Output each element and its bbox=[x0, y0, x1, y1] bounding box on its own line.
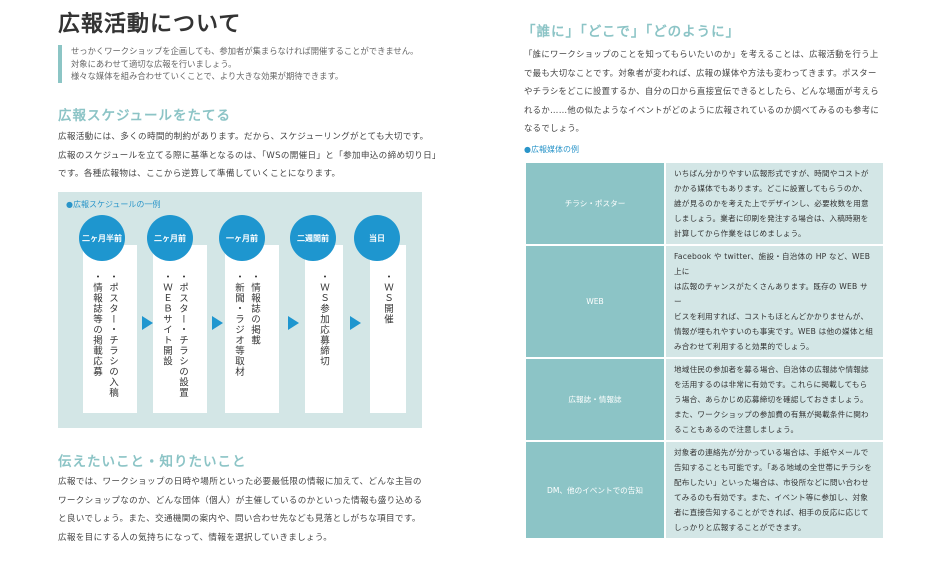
media-table: チラシ・ポスター いちばん分かりやすい広報形式ですが、時間やコストがかかる媒体で… bbox=[524, 161, 885, 540]
body-line: 広報では、ワークショップの日時や場所といった必要最低限の情報に加えて、どんな主旨… bbox=[58, 477, 422, 487]
step-item: ・ポスター・チラシの入稿 bbox=[107, 272, 118, 398]
who-heading: 「誰に」「どこで」「どのように」 bbox=[522, 24, 741, 40]
schedule-step-circle: 二週間前 bbox=[290, 215, 336, 261]
schedule-body: 広報活動には、多くの時間的制約があります。だから、スケジューリングがとても大切で… bbox=[58, 128, 441, 184]
body-line: 広報活動には、多くの時間的制約があります。だから、スケジューリングがとても大切で… bbox=[58, 132, 429, 142]
body-line: ワークショップなのか、どんな団体（個人）が主催しているのかといった情報も盛り込め… bbox=[58, 495, 423, 506]
media-desc: 対象者の連絡先が分かっている場合は、手紙やメールで告知することも可能です。「ある… bbox=[664, 440, 885, 540]
step-item: ・ＷＳ参加応募締切 bbox=[318, 272, 329, 367]
media-desc: 地域住民の参加者を募る場合、自治体の広報誌や情報誌を活用するのは非常に有効です。… bbox=[664, 357, 885, 442]
media-example-label: ●広報媒体の例 bbox=[524, 145, 579, 154]
media-desc: Facebook や twitter、施設・自治体の HP など、WEB 上には… bbox=[664, 244, 885, 359]
step-item: ・情報誌の掲載 bbox=[249, 272, 260, 346]
body-line: で最も大切なことです。対象者が変われば、広報の媒体や方法も変わってきます。ポスタ… bbox=[524, 67, 877, 78]
schedule-step-card bbox=[225, 245, 279, 413]
body-line: 広報を目にする人の気持ちになって、情報を選択していきましょう。 bbox=[58, 532, 333, 543]
step-item: ・ＷＥＢサイト開設 bbox=[161, 272, 172, 367]
who-body: 「誰にワークショップのことを知ってもらいたいのか」を考えることは、広報活動を行う… bbox=[524, 45, 879, 138]
schedule-step-circle: 当日 bbox=[354, 215, 400, 261]
body-line: 「誰にワークショップのことを知ってもらいたいのか」を考えることは、広報活動を行う… bbox=[524, 49, 879, 59]
schedule-heading: 広報スケジュールをたてる bbox=[58, 108, 232, 124]
schedule-step-circle: 一ヶ月前 bbox=[219, 215, 265, 261]
schedule-step-card bbox=[153, 245, 207, 413]
table-row: チラシ・ポスター いちばん分かりやすい広報形式ですが、時間やコストがかかる媒体で… bbox=[524, 161, 885, 246]
body-line: と良いでしょう。また、交通機関の案内や、問い合わせ先なども見落としがちな項目です… bbox=[58, 514, 421, 524]
schedule-step-items: ・ＷＳ開催 bbox=[379, 272, 395, 325]
media-name: WEB bbox=[524, 244, 666, 359]
arrow-right-icon bbox=[212, 316, 223, 330]
schedule-step-items: ・ＷＳ参加応募締切 bbox=[315, 272, 331, 367]
media-name: チラシ・ポスター bbox=[524, 161, 666, 246]
lead-line: 対象にあわせて適切な広報を行いましょう。 bbox=[71, 58, 237, 69]
schedule-step-items: ・ポスター・チラシの入稿・情報誌等の掲載応募 bbox=[88, 272, 120, 398]
body-line: なるでしょう。 bbox=[524, 123, 585, 133]
body-line: やチラシをどこに設置するか、自分の口から直接宣伝できるとしたら、どんな場面が考え… bbox=[524, 86, 879, 96]
media-name: 広報誌・情報誌 bbox=[524, 357, 666, 442]
schedule-step-circle: 二ヶ月半前 bbox=[79, 215, 125, 261]
step-item: ・ＷＳ開催 bbox=[382, 272, 393, 325]
body-line: れるか……他の似たようなイベントがどのように広報されているのか調べてみるのも参考… bbox=[524, 104, 880, 115]
lead-line: せっかくワークショップを企画しても、参加者が集まらなければ開催することができませ… bbox=[71, 46, 419, 56]
media-name: DM、他のイベントでの告知 bbox=[524, 440, 666, 540]
tell-heading: 伝えたいこと・知りたいこと bbox=[58, 454, 247, 470]
schedule-step-card bbox=[305, 245, 343, 413]
schedule-step-card bbox=[83, 245, 137, 413]
schedule-step-items: ・ポスター・チラシの設置・ＷＥＢサイト開設 bbox=[158, 272, 190, 398]
table-row: WEB Facebook や twitter、施設・自治体の HP など、WEB… bbox=[524, 244, 885, 359]
lead-quote: せっかくワークショップを企画しても、参加者が集まらなければ開催することができませ… bbox=[58, 45, 428, 83]
schedule-example-label: ●広報スケジュールの一例 bbox=[66, 200, 161, 209]
arrow-right-icon bbox=[350, 316, 361, 330]
arrow-right-icon bbox=[288, 316, 299, 330]
lead-line: 様々な媒体を組み合わせていくことで、より大きな効果が期待できます。 bbox=[71, 71, 344, 81]
step-item: ・情報誌等の掲載応募 bbox=[91, 272, 102, 377]
media-desc: いちばん分かりやすい広報形式ですが、時間やコストがかかる媒体でもあります。どこに… bbox=[664, 161, 885, 246]
page-title: 広報活動について bbox=[58, 12, 242, 37]
table-row: DM、他のイベントでの告知 対象者の連絡先が分かっている場合は、手紙やメールで告… bbox=[524, 440, 885, 540]
schedule-step-items: ・情報誌の掲載・新聞・ラジオ等取材 bbox=[230, 272, 262, 377]
body-line: 広報のスケジュールを立てる際に基準となるのは、「WSの開催日」と「参加申込の締め… bbox=[58, 150, 441, 161]
step-item: ・ポスター・チラシの設置 bbox=[177, 272, 188, 398]
schedule-diagram: ●広報スケジュールの一例 二ヶ月半前 ・ポスター・チラシの入稿・情報誌等の掲載応… bbox=[58, 192, 422, 428]
body-line: です。各種広報物は、ここから逆算して準備していくことになります。 bbox=[58, 169, 341, 179]
tell-body: 広報では、ワークショップの日時や場所といった必要最低限の情報に加えて、どんな主旨… bbox=[58, 473, 422, 547]
step-item: ・新聞・ラジオ等取材 bbox=[233, 272, 244, 377]
table-row: 広報誌・情報誌 地域住民の参加者を募る場合、自治体の広報誌や情報誌を活用するのは… bbox=[524, 357, 885, 442]
schedule-step-card bbox=[370, 245, 406, 413]
arrow-right-icon bbox=[142, 316, 153, 330]
schedule-step-circle: 二ヶ月前 bbox=[147, 215, 193, 261]
